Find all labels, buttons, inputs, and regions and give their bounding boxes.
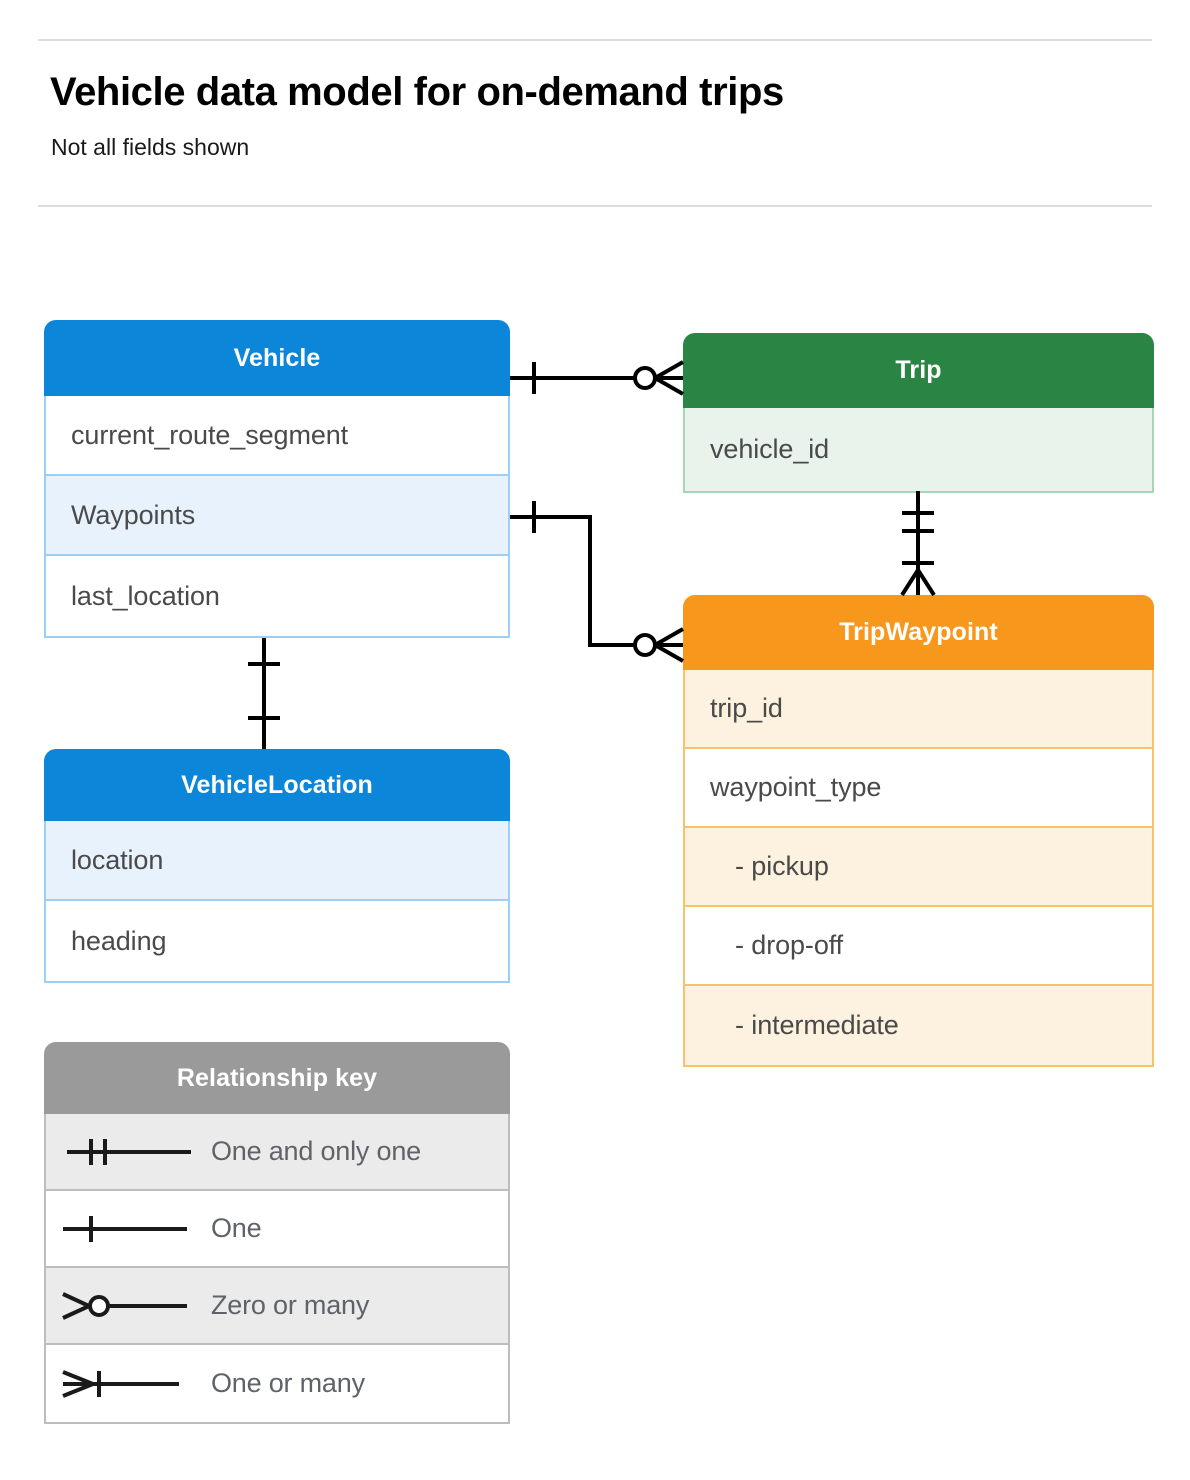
connector-trip-tripwaypoint (900, 491, 936, 597)
field-waypoint-type-intermediate[interactable]: - intermediate (685, 986, 1152, 1065)
connector-waypoints-tripwaypoint (510, 501, 684, 663)
field-vehicle-id[interactable]: vehicle_id (685, 408, 1152, 491)
one-or-many-icon (46, 1364, 211, 1404)
page-title: Vehicle data model for on-demand trips (50, 70, 784, 114)
field-waypoints[interactable]: Waypoints (46, 476, 508, 556)
page-subtitle: Not all fields shown (51, 134, 250, 160)
entity-vehicle-location[interactable]: VehicleLocation location heading (44, 749, 510, 983)
legend-row-one-and-only-one: One and only one (46, 1114, 508, 1191)
zero-or-many-icon (46, 1286, 211, 1326)
entity-trip-title: Trip (683, 333, 1154, 408)
entity-vehicle-location-title: VehicleLocation (44, 749, 510, 821)
entity-trip-waypoint-title: TripWaypoint (683, 595, 1154, 670)
legend-label-one-and-only-one: One and only one (211, 1136, 421, 1166)
field-waypoint-type[interactable]: waypoint_type (685, 749, 1152, 828)
field-waypoint-type-drop-off[interactable]: - drop-off (685, 907, 1152, 986)
field-trip-id[interactable]: trip_id (685, 670, 1152, 749)
connector-vehicle-vehiclelocation (248, 638, 280, 749)
entity-trip-waypoint[interactable]: TripWaypoint trip_id waypoint_type - pic… (683, 595, 1154, 1067)
entity-trip[interactable]: Trip vehicle_id (683, 333, 1154, 493)
entity-vehicle-title: Vehicle (44, 320, 510, 396)
legend-label-one-or-many: One or many (211, 1368, 365, 1398)
one-icon (46, 1209, 211, 1249)
entity-vehicle[interactable]: Vehicle current_route_segment Waypoints … (44, 320, 510, 638)
header-divider-bottom (38, 205, 1152, 207)
entity-trip-waypoint-fields: trip_id waypoint_type - pickup - drop-of… (683, 670, 1154, 1067)
legend-row-one-or-many: One or many (46, 1345, 508, 1422)
one-and-only-one-icon (46, 1132, 211, 1172)
legend-title: Relationship key (44, 1042, 510, 1114)
connector-vehicle-trip (510, 360, 684, 396)
field-location[interactable]: location (46, 821, 508, 901)
entity-vehicle-location-fields: location heading (44, 821, 510, 983)
header-divider-top (38, 39, 1152, 41)
field-waypoint-type-pickup[interactable]: - pickup (685, 828, 1152, 907)
legend-label-zero-or-many: Zero or many (211, 1290, 370, 1320)
field-heading[interactable]: heading (71, 925, 167, 956)
legend-row-one: One (46, 1191, 508, 1268)
legend-label-one: One (211, 1213, 262, 1243)
legend-rows: One and only one One (44, 1114, 510, 1424)
entity-vehicle-fields: current_route_segment Waypoints last_loc… (44, 396, 510, 638)
legend-row-zero-or-many: Zero or many (46, 1268, 508, 1345)
entity-trip-fields: vehicle_id (683, 408, 1154, 493)
relationship-key-legend: Relationship key One and only one (44, 1042, 510, 1424)
field-current-route-segment[interactable]: current_route_segment (46, 396, 508, 476)
field-last-location[interactable]: last_location (71, 580, 220, 611)
